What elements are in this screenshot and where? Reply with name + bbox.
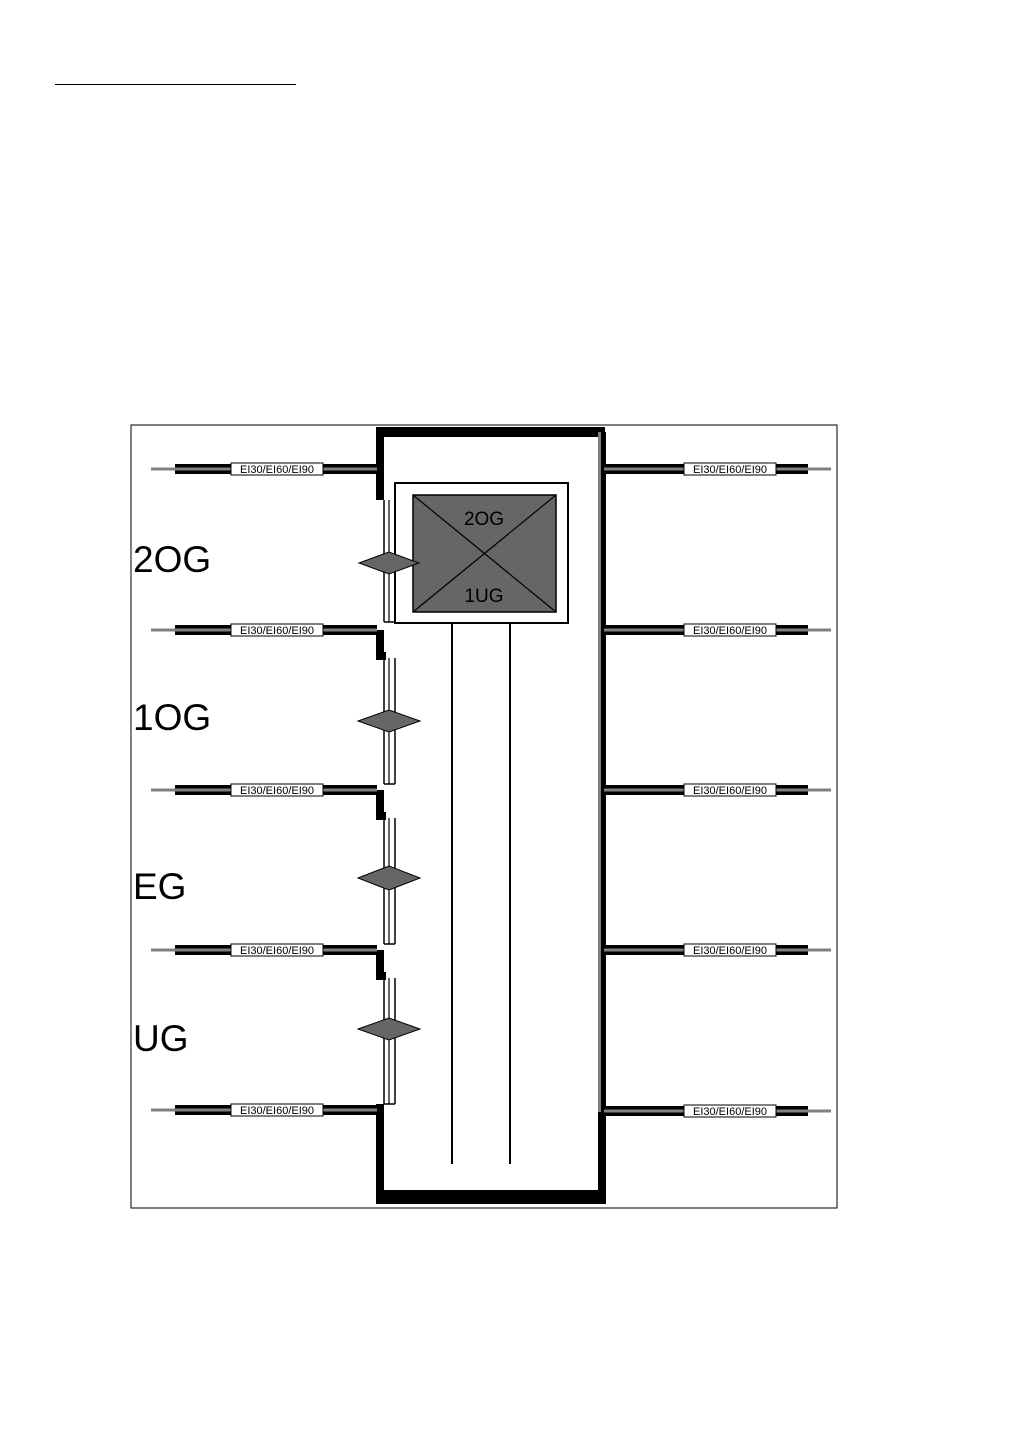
car-bottom-label: 1UG: [464, 586, 503, 607]
wall-rating-label: EI30/EI60/EI90: [693, 464, 767, 476]
shaft-top-wall: [376, 427, 605, 437]
wall-rating-label: EI30/EI60/EI90: [693, 785, 767, 797]
wall-stub: [151, 1108, 176, 1112]
right-fire-wall: EI30/EI60/EI90: [604, 462, 831, 476]
car-top-label: 2OG: [464, 509, 504, 530]
wall-jamb: [384, 972, 386, 980]
wall-rating-label: EI30/EI60/EI90: [240, 625, 314, 637]
wall-stub: [807, 467, 831, 471]
left-fire-wall: EI30/EI60/EI90: [151, 783, 377, 797]
right-fire-wall: EI30/EI60/EI90: [604, 1104, 831, 1118]
wall-stub: [807, 788, 831, 792]
shaft-bottom-wall: [376, 1190, 605, 1204]
right-fire-wall: EI30/EI60/EI90: [604, 623, 831, 637]
fire-rated-walls: EI30/EI60/EI90EI30/EI60/EI90EI30/EI60/EI…: [151, 462, 831, 1118]
wall-rating-box: [230, 783, 324, 797]
wall-jamb: [384, 812, 386, 820]
elevator-car: 2OG 1UG: [394, 482, 569, 624]
floor-labels: 2OG 1OG EG UG: [133, 539, 211, 1059]
left-fire-wall: EI30/EI60/EI90: [151, 462, 377, 476]
wall-rating-box: [683, 1104, 777, 1118]
guide-rails: [451, 623, 511, 1164]
wall-jamb: [384, 652, 386, 660]
left-fire-wall: EI30/EI60/EI90: [151, 943, 377, 957]
right-fire-wall: EI30/EI60/EI90: [604, 943, 831, 957]
wall-rating-label: EI30/EI60/EI90: [240, 945, 314, 957]
wall-rating-box: [683, 623, 777, 637]
wall-rating-box: [683, 462, 777, 476]
shaft-door-segment: [376, 950, 396, 1105]
door-marker-icon: [356, 865, 422, 891]
wall-rating-label: EI30/EI60/EI90: [240, 785, 314, 797]
diagram-frame: [130, 424, 838, 1209]
wall-jamb: [376, 950, 384, 980]
wall-rating-label: EI30/EI60/EI90: [693, 945, 767, 957]
wall-rating-label: EI30/EI60/EI90: [240, 464, 314, 476]
floor-label-eg: EG: [133, 866, 186, 907]
wall-stub: [807, 628, 831, 632]
wall-rating-box: [230, 623, 324, 637]
wall-rating-box: [230, 462, 324, 476]
header-rule: [55, 84, 296, 85]
car-cross-line: [412, 494, 557, 613]
wall-rating-label: EI30/EI60/EI90: [693, 625, 767, 637]
left-fire-wall: EI30/EI60/EI90: [151, 1103, 377, 1117]
shaft-left-wall-lower: [376, 1104, 384, 1204]
wall-stub: [151, 948, 176, 952]
wall-stub: [807, 1109, 831, 1113]
wall-rating-box: [683, 943, 777, 957]
shaft-door-segment: [376, 432, 396, 623]
right-fire-wall: EI30/EI60/EI90: [604, 783, 831, 797]
wall-jamb: [376, 790, 384, 820]
floor-label-1og: 1OG: [133, 697, 211, 738]
left-fire-wall: EI30/EI60/EI90: [151, 623, 377, 637]
wall-rating-box: [683, 783, 777, 797]
shaft-doors: [376, 432, 396, 1105]
wall-rating-label: EI30/EI60/EI90: [693, 1106, 767, 1118]
wall-stub: [151, 788, 176, 792]
shaft-door-segment: [376, 630, 396, 785]
floor-label-2og: 2OG: [133, 539, 211, 580]
shaft-right-wall-inner-line: [598, 432, 601, 1112]
wall-jamb: [376, 432, 384, 500]
shaft-right-wall: [598, 432, 606, 1204]
wall-stub: [151, 467, 176, 471]
wall-rating-box: [230, 1103, 324, 1117]
wall-jamb: [376, 630, 384, 660]
door-marker-icon: [357, 551, 421, 575]
door-marker-icon: [356, 709, 422, 733]
door-markers: [356, 551, 422, 1041]
wall-rating-label: EI30/EI60/EI90: [240, 1105, 314, 1117]
floor-label-ug: UG: [133, 1018, 189, 1059]
wall-stub: [151, 628, 176, 632]
wall-rating-box: [230, 943, 324, 957]
elevator-shaft: [376, 427, 606, 1204]
wall-stub: [807, 948, 831, 952]
door-marker-icon: [356, 1017, 422, 1041]
